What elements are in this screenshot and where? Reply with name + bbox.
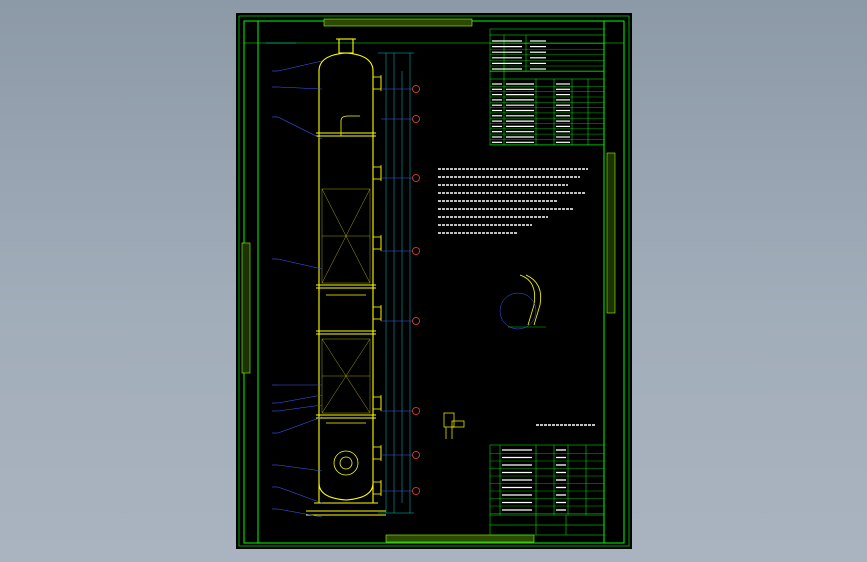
parts-list-row [490,456,604,462]
nozzle-table-row [490,125,604,129]
balloon-right-7 [381,451,420,459]
design-data-row [490,40,604,44]
design-data-row [490,68,604,72]
nozzle-4 [372,305,382,321]
nozzle-table-row [490,93,604,98]
nozzle-table-row [490,141,604,145]
parts-list-row [490,471,604,477]
dimension-lines [266,42,414,514]
balloon-right-3 [381,174,420,182]
nozzle-table-row [490,120,604,124]
leader-9 [277,464,323,472]
drawing-frame [238,15,630,547]
part-callouts [381,85,420,495]
leader-10 [277,486,323,504]
technical-notes [438,168,596,426]
leader-8 [277,416,323,434]
detail-flange [443,412,465,439]
leader-6 [277,394,323,404]
balloon-right-2 [381,115,420,123]
leader-1 [277,60,323,72]
nozzle-table-row [490,136,604,140]
leader-4 [277,258,323,270]
nozzle-5 [372,395,382,411]
leader-3 [277,116,323,140]
balloon-right-6 [381,407,420,415]
leader-2 [277,86,323,90]
title-strips [241,18,616,543]
nozzle-7 [372,480,382,496]
nozzle-table [489,28,605,146]
nozzle-3 [372,235,382,251]
design-data-row [490,45,604,50]
parts-list-row [490,494,604,499]
balloon-right-5 [381,317,420,325]
nozzle-table-row [490,83,604,87]
nozzle-6 [372,445,382,461]
nozzle-table-row [490,131,604,135]
parts-list-row [490,509,604,514]
balloon-right-8 [381,487,420,495]
nozzle-table-row [490,88,604,92]
packing-beds [321,188,371,414]
nozzle-1 [372,75,382,91]
design-data-row [490,57,604,61]
parts-list-row [490,479,604,484]
nozzle-2 [372,165,382,181]
detail-elbow [499,274,546,330]
parts-list-row [490,464,604,469]
parts-list-table [489,444,605,536]
nozzle-table-row [490,115,604,119]
parts-list-row [490,501,604,507]
balloon-right-1 [381,85,420,93]
nozzle-table-row [490,99,604,103]
distributors [326,115,366,476]
parts-list-row [490,449,604,454]
leader-lines [272,60,323,518]
column-shell [306,38,386,516]
balloon-right-4 [381,247,420,255]
parts-list-row [490,486,604,492]
leader-7 [277,404,323,412]
design-data-row [490,51,604,55]
cad-drawing-sheet[interactable] [236,13,632,549]
nozzle-table-row [490,109,604,114]
leader-11 [277,508,323,518]
nozzle-table-row [490,104,604,108]
design-data-row [490,62,604,67]
side-nozzles [372,75,382,496]
